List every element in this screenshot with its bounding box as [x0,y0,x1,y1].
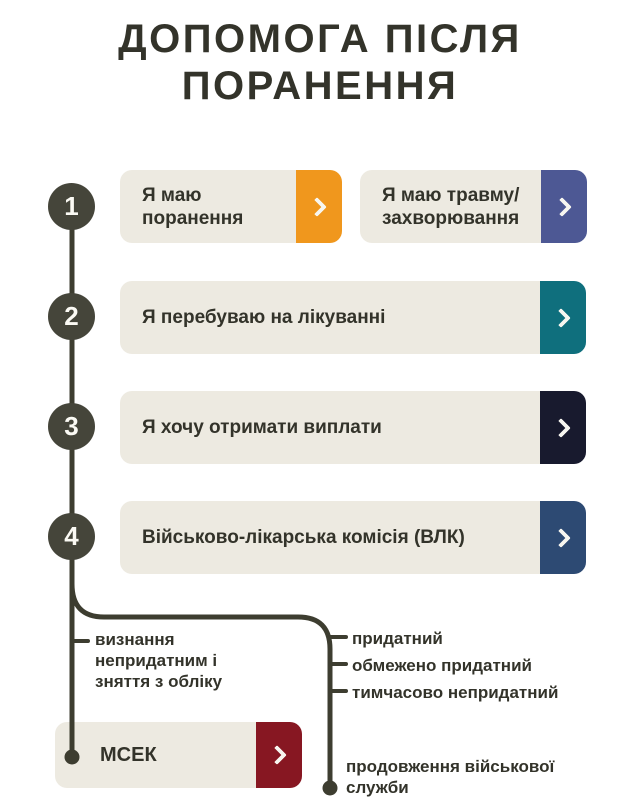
button-injury[interactable]: Я маю поранення [120,170,342,243]
button-treatment-chevron[interactable] [540,281,586,354]
chevron-right-icon [551,196,572,217]
chevron-right-icon [266,745,287,765]
page-title-line1: ДОПОМОГА ПІСЛЯ [118,17,522,61]
chevron-right-icon [550,417,571,438]
branch-right-item-temp-unfit: тимчасово непридатний [352,683,559,702]
button-msek-label: МСЕК [55,722,256,788]
button-trauma-label: Я маю травму/захворювання [360,170,541,243]
branch-bottom-label: продовження військової служби [346,757,555,797]
page-title: ДОПОМОГА ПІСЛЯ ПОРАНЕННЯ [0,16,640,110]
chevron-right-icon [306,196,327,217]
branch-right-list: придатний обмежено придатний тимчасово н… [352,628,592,709]
chevron-right-icon [550,527,571,548]
button-treatment-label: Я перебуваю на лікуванні [120,281,540,354]
button-msek[interactable]: МСЕК [55,722,302,788]
button-vlk[interactable]: Військово-лікарська комісія (ВЛК) [120,501,586,574]
page-title-line2: ПОРАНЕННЯ [181,64,459,108]
button-trauma-chevron[interactable] [541,170,587,243]
button-injury-label: Я маю поранення [120,170,296,243]
button-trauma[interactable]: Я маю травму/захворювання [360,170,587,243]
step-4-badge: 4 [48,513,95,560]
branch-right-item-limited: обмежено придатний [352,656,532,675]
chevron-right-icon [550,307,571,328]
button-msek-chevron[interactable] [256,722,302,788]
step-3-badge: 3 [48,403,95,450]
button-vlk-chevron[interactable] [540,501,586,574]
step-2-badge: 2 [48,293,95,340]
button-payments[interactable]: Я хочу отримати виплати [120,391,586,464]
button-vlk-label: Військово-лікарська комісія (ВЛК) [120,501,540,574]
endpoint-dot-service [322,780,338,796]
button-treatment[interactable]: Я перебуваю на лікуванні [120,281,586,354]
button-injury-chevron[interactable] [296,170,342,243]
button-payments-chevron[interactable] [540,391,586,464]
button-payments-label: Я хочу отримати виплати [120,391,540,464]
step-1-badge: 1 [48,183,95,230]
branch-right-item-fit: придатний [352,629,443,648]
branch-left-label: визнання непридатним і зняття з обліку [95,630,223,691]
